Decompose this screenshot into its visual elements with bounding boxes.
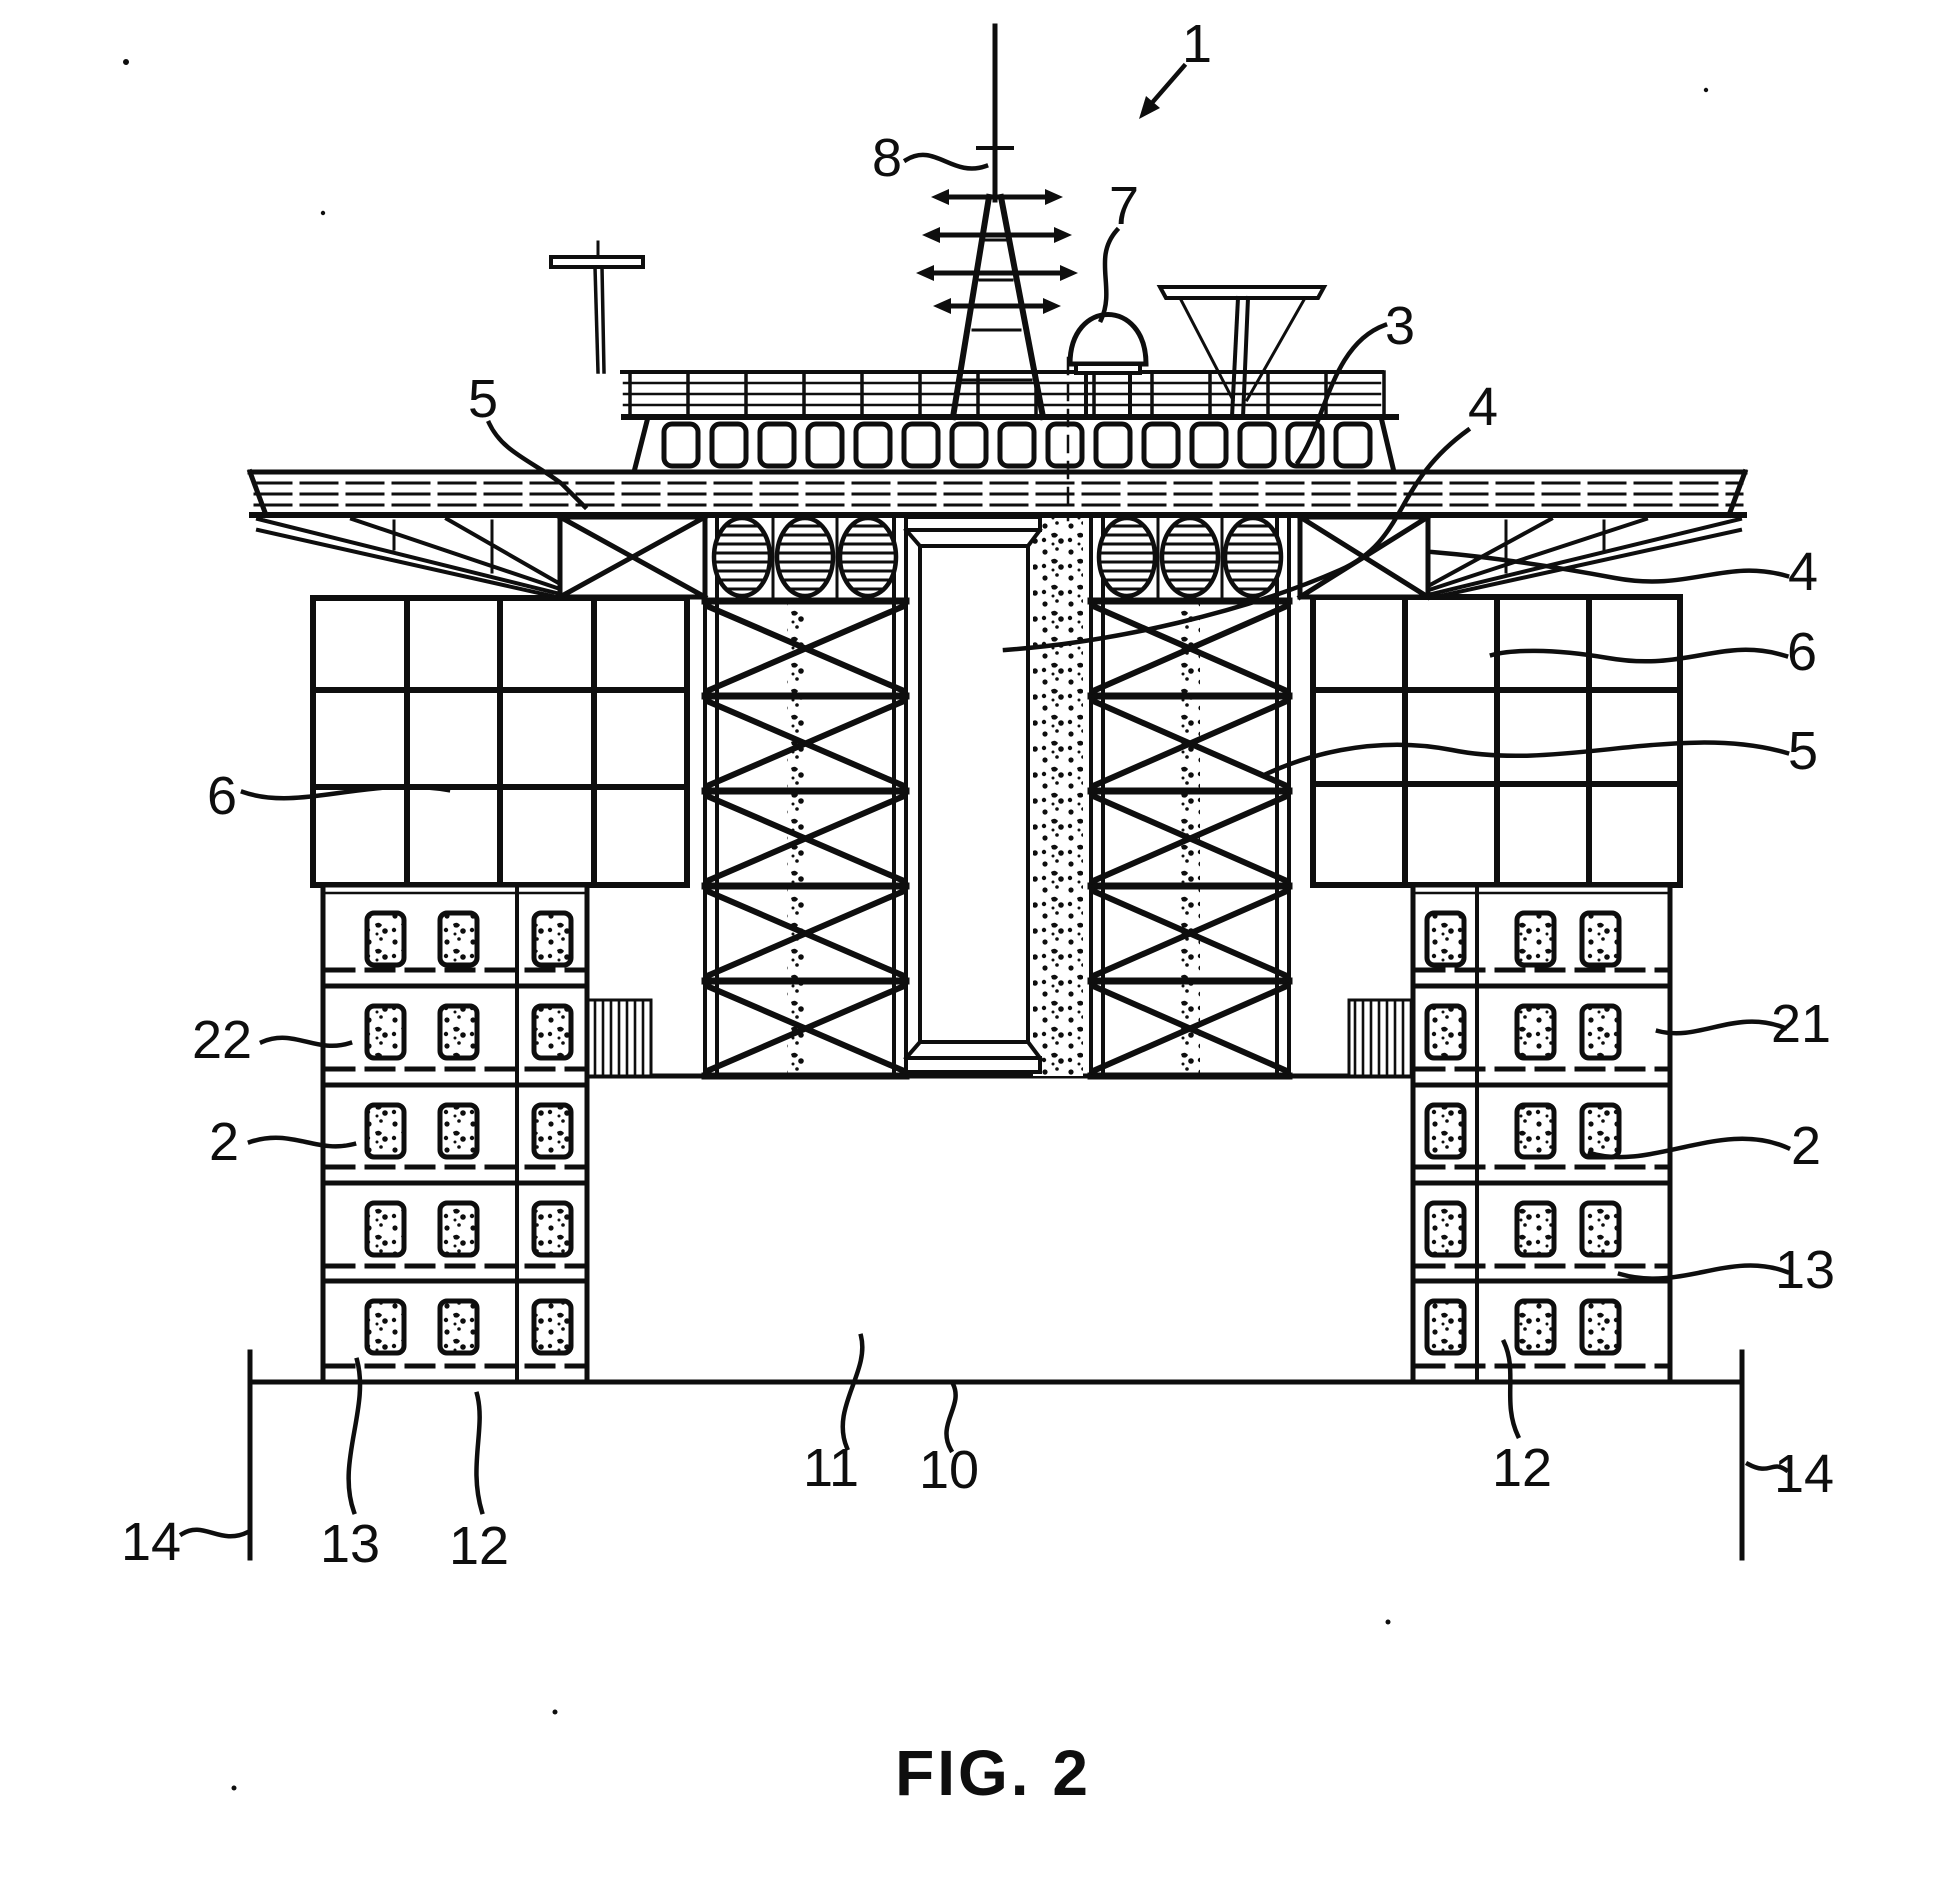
radio-mast bbox=[916, 23, 1078, 421]
ref-2b: 2 bbox=[1791, 1116, 1821, 1176]
ref-2b-leader bbox=[1587, 1136, 1791, 1160]
ref-13b: 13 bbox=[1775, 1240, 1835, 1300]
ref-22: 22 bbox=[192, 1010, 252, 1070]
ref-1-leader bbox=[1147, 62, 1188, 108]
lifeboat-capsule bbox=[1159, 515, 1221, 599]
ref-2a-leader bbox=[247, 1135, 357, 1149]
quarters-block-left bbox=[320, 882, 590, 1385]
ref-1-arrowhead bbox=[1139, 96, 1160, 119]
lifeboat-capsule bbox=[837, 515, 899, 599]
lifeboat-capsule bbox=[774, 515, 836, 599]
lifeboat-capsule bbox=[711, 515, 773, 599]
mast-crossarms bbox=[916, 189, 1078, 314]
lattice-tower-left bbox=[701, 515, 910, 1080]
lifeboat-row-left bbox=[711, 515, 899, 603]
lifeboat-capsule bbox=[1096, 515, 1158, 599]
ref-13b-leader bbox=[1617, 1263, 1790, 1281]
ref-10-leader bbox=[944, 1380, 958, 1454]
lifeboat-row-right bbox=[1096, 515, 1284, 603]
ref-11: 11 bbox=[803, 1438, 859, 1498]
ref-8: 8 bbox=[872, 128, 902, 188]
deck-truss-left bbox=[255, 516, 565, 599]
ref-5b: 5 bbox=[1788, 721, 1818, 781]
figure-caption: FIG. 2 bbox=[895, 1737, 1091, 1809]
ref-7: 7 bbox=[1109, 176, 1139, 236]
ref-21: 21 bbox=[1771, 994, 1831, 1054]
ref-12a-leader bbox=[474, 1391, 485, 1515]
ref-14a: 14 bbox=[121, 1512, 181, 1572]
ref-12a: 12 bbox=[449, 1516, 509, 1576]
hatched-skirt-left bbox=[585, 998, 653, 1078]
ref-5b-leader bbox=[1261, 740, 1790, 778]
ref-13a: 13 bbox=[320, 1514, 380, 1574]
lifeboat-capsule bbox=[1222, 515, 1284, 599]
quarters-windows-left bbox=[364, 910, 574, 1356]
ref-4a-leader bbox=[1002, 426, 1472, 653]
deckhouse-windows bbox=[661, 421, 1373, 469]
ref-5a: 5 bbox=[468, 369, 498, 429]
container-stack-left bbox=[310, 595, 690, 888]
ref-12b-leader bbox=[1501, 1339, 1521, 1439]
ref-13a-leader bbox=[346, 1357, 363, 1515]
ref-10: 10 bbox=[919, 1440, 979, 1500]
ref-6a: 6 bbox=[207, 766, 237, 826]
ref-1: 1 bbox=[1182, 14, 1212, 74]
deck-truss-right bbox=[1427, 516, 1743, 599]
ref-4b: 4 bbox=[1788, 542, 1818, 602]
ref-4b-leader bbox=[1429, 549, 1790, 584]
container-stack-right bbox=[1310, 594, 1683, 888]
quarters-block-right bbox=[1410, 882, 1673, 1385]
dome-antenna bbox=[1067, 312, 1149, 419]
deckhouse-superstructure bbox=[621, 414, 1399, 475]
central-caisson bbox=[903, 515, 1043, 1074]
t-bar-antenna-right bbox=[1156, 285, 1328, 420]
ref-6a-leader bbox=[240, 784, 451, 801]
ref-6b-leader bbox=[1489, 647, 1789, 664]
t-bar-antenna-left bbox=[549, 240, 645, 374]
x-brace-panel-left bbox=[556, 513, 709, 601]
ref-14b-leader bbox=[1744, 1460, 1790, 1474]
ref-21-leader bbox=[1655, 1019, 1788, 1036]
ref-22-leader bbox=[259, 1035, 353, 1049]
ref-2a: 2 bbox=[209, 1112, 239, 1172]
ref-4a: 4 bbox=[1468, 377, 1498, 437]
ref-11-leader bbox=[840, 1333, 865, 1451]
main-deck bbox=[246, 468, 1749, 519]
ref-8-leader bbox=[902, 152, 989, 171]
barge-hull bbox=[584, 1073, 1416, 1385]
ref-14b: 14 bbox=[1774, 1444, 1834, 1504]
lattice-tower-right bbox=[1087, 515, 1293, 1080]
ref-5a-leader bbox=[486, 420, 589, 511]
hatched-skirt-right bbox=[1347, 998, 1415, 1078]
speckled-column bbox=[1033, 517, 1083, 1076]
ref-3-leader bbox=[1294, 322, 1388, 466]
ref-6b: 6 bbox=[1787, 622, 1817, 682]
quarters-windows-right bbox=[1424, 910, 1622, 1356]
ref-12b: 12 bbox=[1492, 1438, 1552, 1498]
ref-3: 3 bbox=[1385, 296, 1415, 356]
scan-speckles bbox=[123, 59, 1709, 1791]
ref-14a-leader bbox=[178, 1527, 252, 1539]
ref-7-leader bbox=[1098, 226, 1121, 323]
